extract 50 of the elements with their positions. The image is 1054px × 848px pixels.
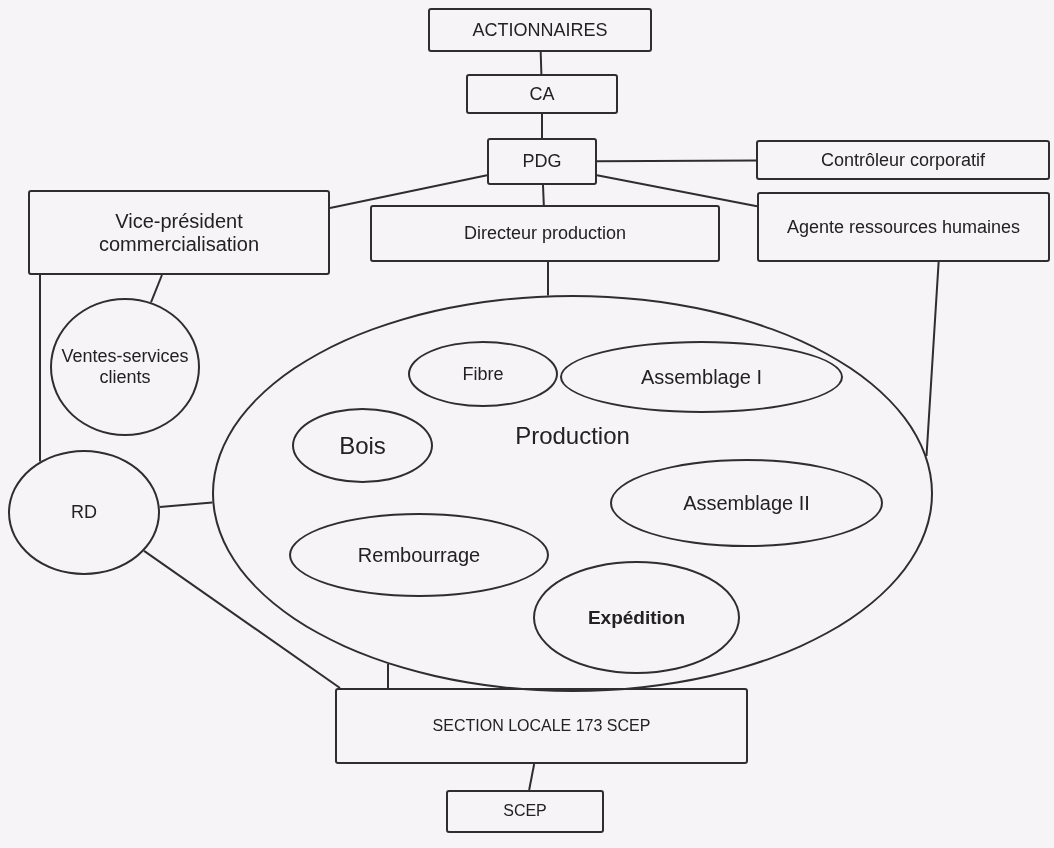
connector-line (542, 184, 545, 206)
ellipse-node (289, 513, 549, 597)
node-label: CA (528, 83, 556, 105)
ellipse-node (533, 561, 740, 674)
connector-line (925, 261, 940, 457)
connector-line (528, 763, 536, 791)
node-label: Vice-président commercialisation (97, 209, 261, 256)
node-label: RD (70, 502, 98, 523)
node-label: Assemblage I (639, 365, 764, 389)
org-box (487, 138, 597, 185)
node-label: Agente ressources humaines (785, 216, 1022, 238)
connector-line (547, 261, 549, 297)
org-box (466, 74, 618, 114)
node-label: Expédition (586, 606, 687, 629)
ellipse-node (610, 459, 883, 547)
ellipse-node (212, 295, 933, 692)
connector-line (596, 174, 758, 208)
connector-line (596, 159, 757, 163)
node-label: Rembourrage (356, 543, 482, 567)
ellipse-node (8, 450, 160, 575)
node-label: Directeur production (462, 223, 628, 244)
connector-line (329, 174, 488, 209)
org-box (370, 205, 720, 262)
org-box (446, 790, 604, 833)
node-label: Assemblage II (682, 491, 811, 515)
ellipse-node (408, 341, 558, 407)
connector-line (150, 274, 163, 304)
node-label: SECTION LOCALE 173 SCEP (431, 716, 652, 736)
connector-line (158, 501, 214, 508)
node-label: Production (515, 421, 630, 450)
ellipse-node (292, 408, 433, 483)
connector-line (541, 113, 543, 139)
node-label: Ventes-services clients (60, 346, 190, 388)
org-box (428, 8, 652, 52)
org-box (28, 190, 330, 275)
ellipse-node (50, 298, 200, 436)
org-box (335, 688, 748, 764)
connector-line (387, 663, 389, 689)
connector-line (539, 51, 543, 75)
node-label: Bois (338, 431, 387, 460)
node-label: ACTIONNAIRES (471, 19, 609, 41)
node-label: SCEP (502, 802, 548, 821)
ellipse-node (560, 341, 843, 413)
org-box (756, 140, 1050, 180)
org-box (757, 192, 1050, 262)
connector-line (143, 549, 341, 689)
node-label: Contrôleur corporatif (819, 149, 987, 171)
node-label: Fibre (461, 363, 505, 385)
node-label: PDG (521, 151, 563, 172)
connector-line (39, 274, 41, 463)
